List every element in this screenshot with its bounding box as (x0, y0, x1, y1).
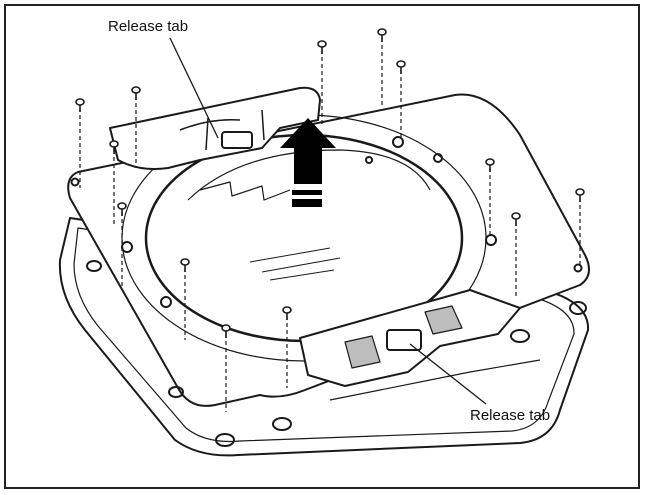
top-callout-leader (169, 37, 219, 139)
inner-panel (187, 149, 431, 201)
screw-icon (75, 28, 585, 338)
top-release-tab (221, 131, 253, 149)
top-release-tab-bracket (109, 86, 321, 170)
top-release-tab-label: Release tab (108, 18, 189, 35)
base-plate-inner-edge (73, 227, 575, 443)
bottom-release-tab (386, 329, 422, 351)
bottom-release-tab-label: Release tab (470, 407, 551, 424)
arrow-up-icon (280, 118, 336, 207)
bottom-callout-leader (409, 343, 487, 405)
